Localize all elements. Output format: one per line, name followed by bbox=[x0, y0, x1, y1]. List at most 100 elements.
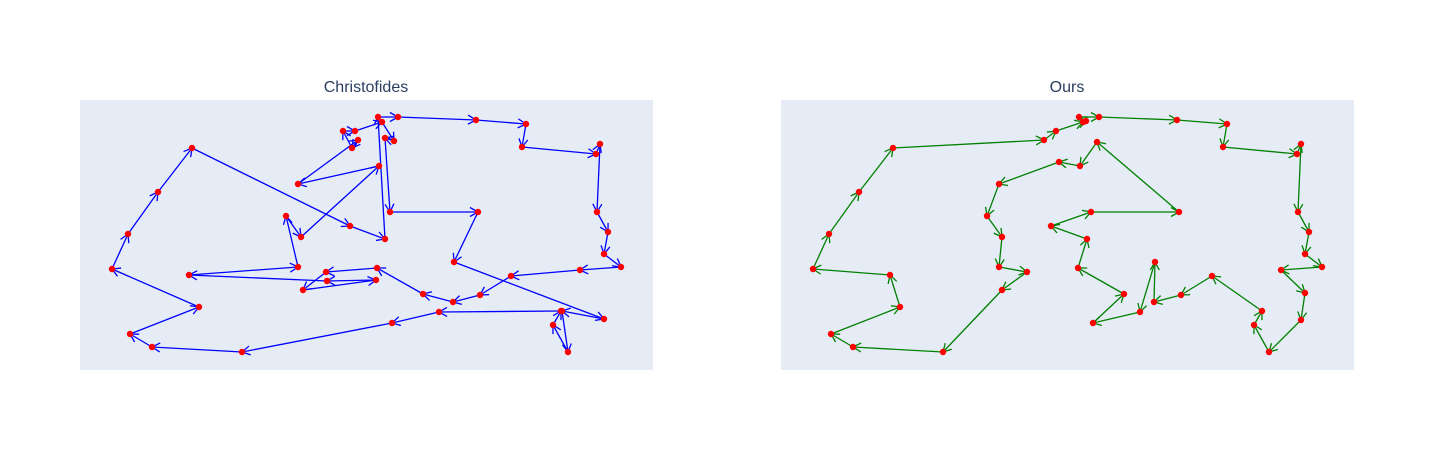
city-point bbox=[825, 230, 833, 238]
city-point bbox=[617, 263, 625, 271]
city-point bbox=[388, 319, 396, 327]
city-point bbox=[592, 150, 600, 158]
chart-title-right: Ours bbox=[1049, 79, 1085, 96]
city-point bbox=[1095, 113, 1103, 121]
city-point bbox=[1120, 290, 1128, 298]
chart-title-left: Christofides bbox=[323, 79, 409, 96]
tour-edge bbox=[129, 306, 200, 335]
tour-edge bbox=[391, 311, 440, 324]
city-point bbox=[522, 120, 530, 128]
city-point bbox=[1301, 289, 1309, 297]
tour-edge bbox=[596, 211, 609, 233]
city-point bbox=[339, 127, 347, 135]
tour-edge bbox=[552, 324, 569, 353]
tour-edge bbox=[438, 310, 562, 313]
city-point bbox=[386, 208, 394, 216]
city-point bbox=[1219, 143, 1227, 151]
city-point bbox=[998, 286, 1006, 294]
tour-edge bbox=[858, 147, 894, 193]
city-point bbox=[297, 233, 305, 241]
tour-edge bbox=[479, 275, 512, 296]
city-point bbox=[449, 298, 457, 306]
tour-edge bbox=[452, 294, 481, 303]
tour-edge bbox=[376, 267, 424, 295]
tour-edge bbox=[1139, 261, 1156, 313]
tour-edge bbox=[998, 236, 1003, 268]
tour-edge bbox=[111, 268, 200, 308]
city-point bbox=[1297, 316, 1305, 324]
city-point bbox=[354, 136, 362, 144]
city-point bbox=[1040, 136, 1048, 144]
city-point bbox=[1265, 348, 1273, 356]
city-point bbox=[1294, 208, 1302, 216]
plot-background bbox=[781, 100, 1354, 370]
city-point bbox=[1305, 228, 1313, 236]
city-point bbox=[1083, 235, 1091, 243]
tour-edge bbox=[1050, 225, 1088, 240]
city-point bbox=[564, 348, 572, 356]
tour-edge bbox=[1180, 275, 1213, 296]
city-point bbox=[1082, 117, 1090, 125]
city-point bbox=[593, 208, 601, 216]
city-point bbox=[809, 265, 817, 273]
city-point bbox=[323, 277, 331, 285]
tour-edge bbox=[191, 147, 351, 227]
city-point bbox=[394, 113, 402, 121]
tour-edge bbox=[561, 310, 569, 353]
city-point bbox=[1074, 264, 1082, 272]
tour-edge bbox=[998, 161, 1060, 185]
city-point bbox=[849, 343, 857, 351]
tour-edge bbox=[1153, 261, 1156, 303]
city-point bbox=[1076, 162, 1084, 170]
city-point bbox=[1089, 319, 1097, 327]
tour-edge bbox=[1253, 324, 1270, 353]
city-point bbox=[472, 116, 480, 124]
tour-edge bbox=[852, 346, 944, 353]
city-point bbox=[1301, 250, 1309, 258]
city-point bbox=[886, 271, 894, 279]
tour-edge bbox=[1176, 119, 1228, 125]
tour-edge bbox=[986, 183, 1000, 217]
tour-edge bbox=[1280, 266, 1323, 271]
city-point bbox=[1318, 263, 1326, 271]
city-point bbox=[381, 235, 389, 243]
tour-edge bbox=[188, 266, 299, 276]
tour-edge bbox=[1050, 211, 1092, 227]
city-point bbox=[827, 330, 835, 338]
city-point bbox=[419, 290, 427, 298]
city-point bbox=[294, 180, 302, 188]
city-point bbox=[1258, 307, 1266, 315]
city-point bbox=[1047, 222, 1055, 230]
city-point bbox=[576, 266, 584, 274]
city-point bbox=[604, 228, 612, 236]
city-point bbox=[238, 348, 246, 356]
city-point bbox=[1250, 321, 1258, 329]
city-point bbox=[557, 307, 565, 315]
tour-edge bbox=[1153, 294, 1182, 303]
tour-edge bbox=[1222, 123, 1228, 148]
tour-edge bbox=[942, 289, 1003, 353]
tour-edge bbox=[285, 215, 299, 268]
tour-edge bbox=[830, 333, 854, 348]
city-point bbox=[855, 188, 863, 196]
tour-edge bbox=[1268, 319, 1302, 353]
tour-edge bbox=[1077, 238, 1088, 269]
city-point bbox=[348, 144, 356, 152]
tour-edge bbox=[325, 267, 378, 273]
city-point bbox=[450, 258, 458, 266]
tour-edge bbox=[812, 268, 891, 276]
tour-edge bbox=[302, 279, 377, 291]
tour-edge bbox=[377, 116, 386, 240]
tour-edge bbox=[1222, 146, 1298, 155]
city-point bbox=[1177, 291, 1185, 299]
city-point bbox=[373, 264, 381, 272]
tour-edge bbox=[579, 266, 622, 271]
city-point bbox=[1087, 208, 1095, 216]
tour-edge bbox=[384, 137, 391, 213]
tour-edge bbox=[354, 121, 383, 132]
tour-edge bbox=[1096, 141, 1180, 213]
tour-edge bbox=[397, 116, 477, 121]
city-point bbox=[549, 321, 557, 329]
tour-edge bbox=[129, 333, 153, 348]
tour-edge bbox=[1055, 121, 1084, 132]
